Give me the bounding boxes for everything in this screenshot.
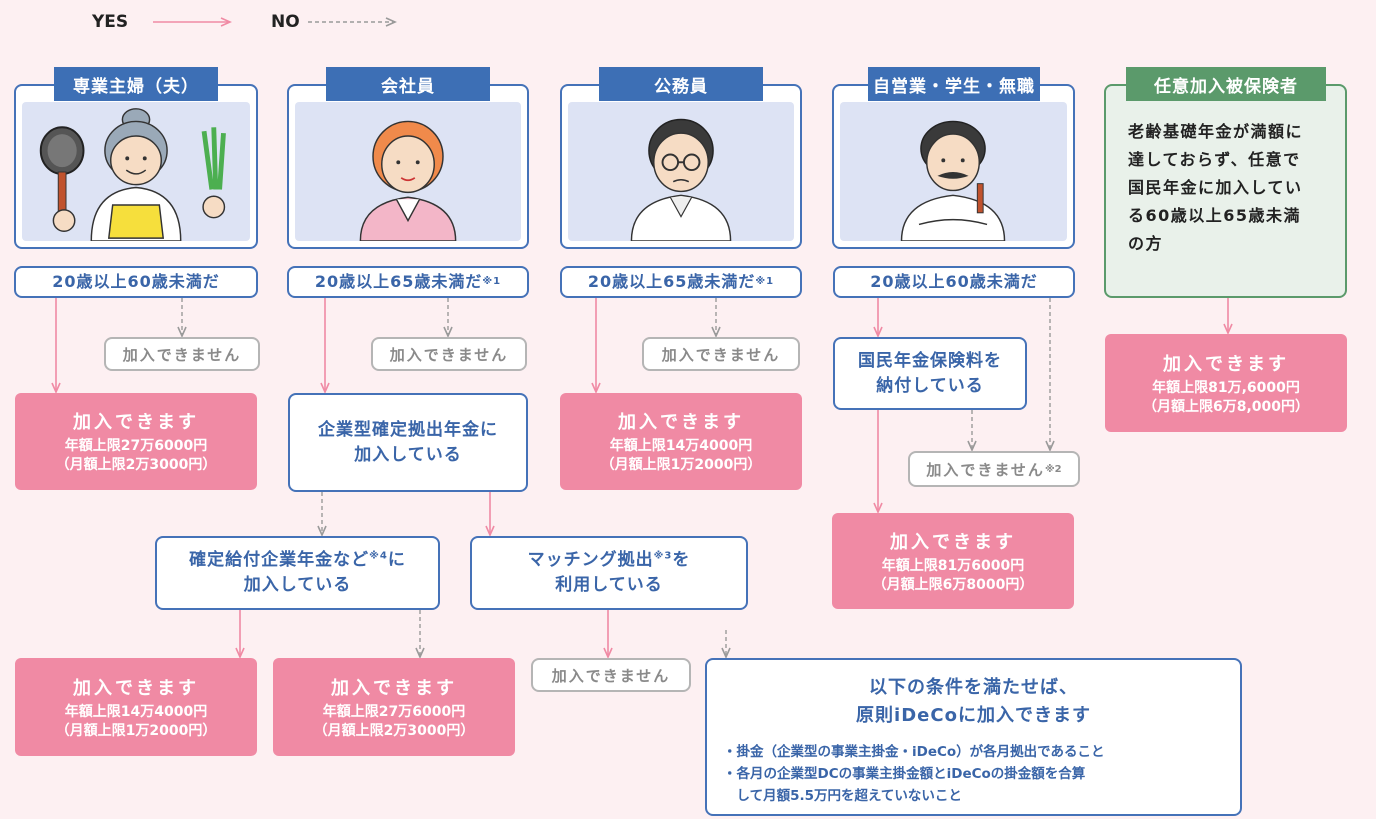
- condition-label: 20歳以上65歳未満だ: [587, 272, 756, 292]
- condition-label: 20歳以上60歳未満だ: [870, 272, 1038, 292]
- condition-line: 納付している: [876, 375, 984, 396]
- final-heading-line: 原則iDeCoに加入できます: [856, 705, 1091, 726]
- monthly-limit: （月額上限2万3000円）: [55, 457, 217, 473]
- not-allowed-label: 加入できません: [661, 345, 781, 364]
- condition-defined-benefit: 確定給付企業年金など※4に 加入している: [155, 536, 440, 610]
- final-conditions-box: 以下の条件を満たせば、 原則iDeCoに加入できます ・掛金（企業型の事業主掛金…: [705, 658, 1242, 816]
- allowed-title: 加入できます: [890, 531, 1016, 553]
- condition-line: 企業型確定拠出年金に: [318, 419, 498, 440]
- allowed-box-self: 加入できます 年額上限81万6000円 （月額上限6万8000円）: [832, 513, 1074, 609]
- description-line: る60歳以上65歳未満: [1128, 206, 1302, 225]
- not-allowed-box: 加入できません: [371, 337, 527, 371]
- allowed-title: 加入できます: [73, 412, 199, 434]
- condition-pension-fee: 国民年金保険料を 納付している: [833, 337, 1027, 410]
- allowed-box-db-yes: 加入できます 年額上限14万4000円 （月額上限1万2000円）: [15, 658, 257, 756]
- allowed-title: 加入できます: [73, 677, 199, 699]
- not-allowed-box: 加入できません: [531, 658, 691, 692]
- allowed-box-voluntary: 加入できます 年額上限81万,6000円 （月額上限6万8,000円）: [1105, 334, 1347, 432]
- note-mark: ※2: [1044, 463, 1062, 475]
- condition-suffix: に: [387, 550, 406, 571]
- monthly-limit: （月額上限2万3000円）: [313, 722, 475, 739]
- description-line: 国民年金に加入してい: [1128, 178, 1303, 197]
- condition-suffix: を: [672, 550, 691, 571]
- not-allowed-box: 加入できません: [104, 337, 260, 371]
- note-mark: ※1: [755, 275, 775, 287]
- not-allowed-label: 加入できません: [926, 460, 1045, 479]
- civil-servant-illustration-panel: [560, 84, 802, 249]
- allowed-box-civil: 加入できます 年額上限14万4000円 （月額上限1万2000円）: [560, 393, 802, 490]
- monthly-limit: （月額上限6万8000円）: [872, 576, 1034, 593]
- housewife-illustration: [22, 102, 250, 241]
- final-condition-item: ・掛金（企業型の事業主掛金・iDeCo）が各月拠出であること: [723, 744, 1105, 760]
- condition-age-20-65-employee: 20歳以上65歳未満だ※1: [287, 266, 529, 298]
- condition-line: マッチング拠出: [527, 550, 654, 571]
- allowed-box-db-no: 加入できます 年額上限27万6000円 （月額上限2万3000円）: [273, 658, 515, 756]
- note-mark: ※1: [482, 275, 502, 287]
- allowed-title: 加入できます: [331, 677, 457, 699]
- final-condition-item: して月額5.5万円を超えていないこと: [723, 788, 962, 804]
- self-employed-illustration: [840, 102, 1067, 241]
- voluntary-description: 老齢基礎年金が満額に 達しておらず、任意で 国民年金に加入してい る60歳以上6…: [1128, 118, 1328, 258]
- condition-line: 確定給付企業年金など: [189, 550, 370, 571]
- annual-limit: 年額上限81万,6000円: [1152, 379, 1300, 396]
- monthly-limit: （月額上限6万8,000円）: [1142, 398, 1310, 415]
- condition-age-20-65-civil: 20歳以上65歳未満だ※1: [560, 266, 802, 298]
- condition-label: 20歳以上60歳未満だ: [52, 272, 220, 292]
- allowed-box-housewife: 加入できます 年額上限27万6000円 （月額上限2万3000円）: [15, 393, 257, 490]
- note-mark: ※4: [369, 550, 388, 562]
- description-line: の方: [1128, 234, 1164, 253]
- final-condition-item: ・各月の企業型DCの事業主掛金額とiDeCoの掛金額を合算: [723, 766, 1086, 782]
- voluntary-panel: [1104, 84, 1347, 298]
- condition-line: 利用している: [555, 575, 663, 595]
- category-housewife: 専業主婦（夫）: [54, 67, 218, 101]
- note-mark: ※3: [653, 550, 673, 562]
- housewife-illustration-panel: [14, 84, 258, 249]
- annual-limit: 年額上限14万4000円: [64, 703, 208, 720]
- annual-limit: 年額上限27万6000円: [322, 703, 466, 720]
- self-employed-illustration-panel: [832, 84, 1075, 249]
- employee-illustration-panel: [287, 84, 529, 249]
- allowed-title: 加入できます: [618, 412, 744, 434]
- civil-servant-illustration: [568, 102, 794, 241]
- condition-label: 20歳以上65歳未満だ: [314, 272, 483, 292]
- annual-limit: 年額上限27万6000円: [64, 438, 208, 455]
- condition-line: 加入している: [243, 575, 352, 595]
- not-allowed-box: 加入できません※2: [908, 451, 1080, 487]
- monthly-limit: （月額上限1万2000円）: [600, 457, 762, 473]
- description-line: 達しておらず、任意で: [1128, 150, 1301, 169]
- condition-matching: マッチング拠出※3を 利用している: [470, 536, 748, 610]
- not-allowed-label: 加入できません: [551, 666, 671, 685]
- final-heading-line: 以下の条件を満たせば、: [869, 677, 1078, 698]
- allowed-title: 加入できます: [1163, 353, 1289, 375]
- condition-age-20-60-self: 20歳以上60歳未満だ: [833, 266, 1075, 298]
- annual-limit: 年額上限14万4000円: [609, 438, 753, 455]
- category-self-employed: 自営業・学生・無職: [868, 67, 1040, 101]
- not-allowed-label: 加入できません: [389, 345, 509, 364]
- category-voluntary: 任意加入被保険者: [1126, 67, 1326, 101]
- annual-limit: 年額上限81万6000円: [881, 557, 1025, 574]
- legend-yes-label: YES: [92, 12, 129, 32]
- condition-corporate-dc: 企業型確定拠出年金に 加入している: [288, 393, 528, 492]
- not-allowed-label: 加入できません: [122, 345, 242, 364]
- legend-no-label: NO: [271, 12, 300, 32]
- not-allowed-box: 加入できません: [642, 337, 800, 371]
- condition-age-20-60: 20歳以上60歳未満だ: [14, 266, 258, 298]
- employee-illustration: [295, 102, 521, 241]
- monthly-limit: （月額上限1万2000円）: [55, 722, 217, 739]
- category-employee: 会社員: [326, 67, 490, 101]
- category-civil-servant: 公務員: [599, 67, 763, 101]
- condition-line: 加入している: [354, 444, 462, 465]
- condition-line: 国民年金保険料を: [858, 350, 1002, 371]
- description-line: 老齢基礎年金が満額に: [1128, 122, 1304, 141]
